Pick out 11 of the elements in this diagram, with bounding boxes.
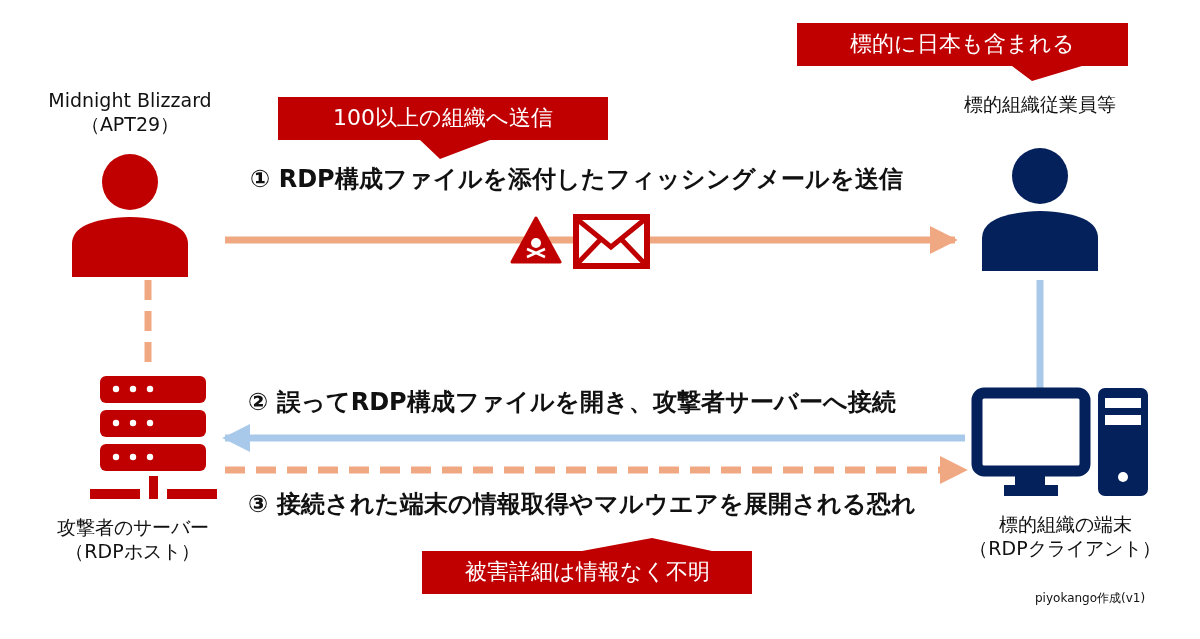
node-label: Midnight Blizzard （APT29） bbox=[47, 88, 213, 136]
callout-text: 標的に日本も含まれる bbox=[849, 30, 1076, 58]
node-label: 攻撃者のサーバー（RDPホスト） bbox=[55, 515, 210, 563]
credit-note: piyokango作成(v1) bbox=[1035, 590, 1146, 607]
node-label: 標的組織従業員等 bbox=[963, 92, 1117, 116]
edge-label: ③ 接続された端末の情報取得やマルウエアを展開される恐れ bbox=[246, 488, 918, 520]
edge-label: ① RDP構成ファイルを添付したフィッシングメールを送信 bbox=[248, 163, 905, 195]
edge-label: ② 誤ってRDP構成ファイルを開き、攻撃者サーバーへ接続 bbox=[246, 386, 898, 418]
callout-text: 被害詳細は情報なく不明 bbox=[463, 558, 711, 586]
node-label: 標的組織の端末（RDPクライアント） bbox=[968, 512, 1162, 560]
callout-text: 100以上の組織へ送信 bbox=[332, 104, 554, 132]
